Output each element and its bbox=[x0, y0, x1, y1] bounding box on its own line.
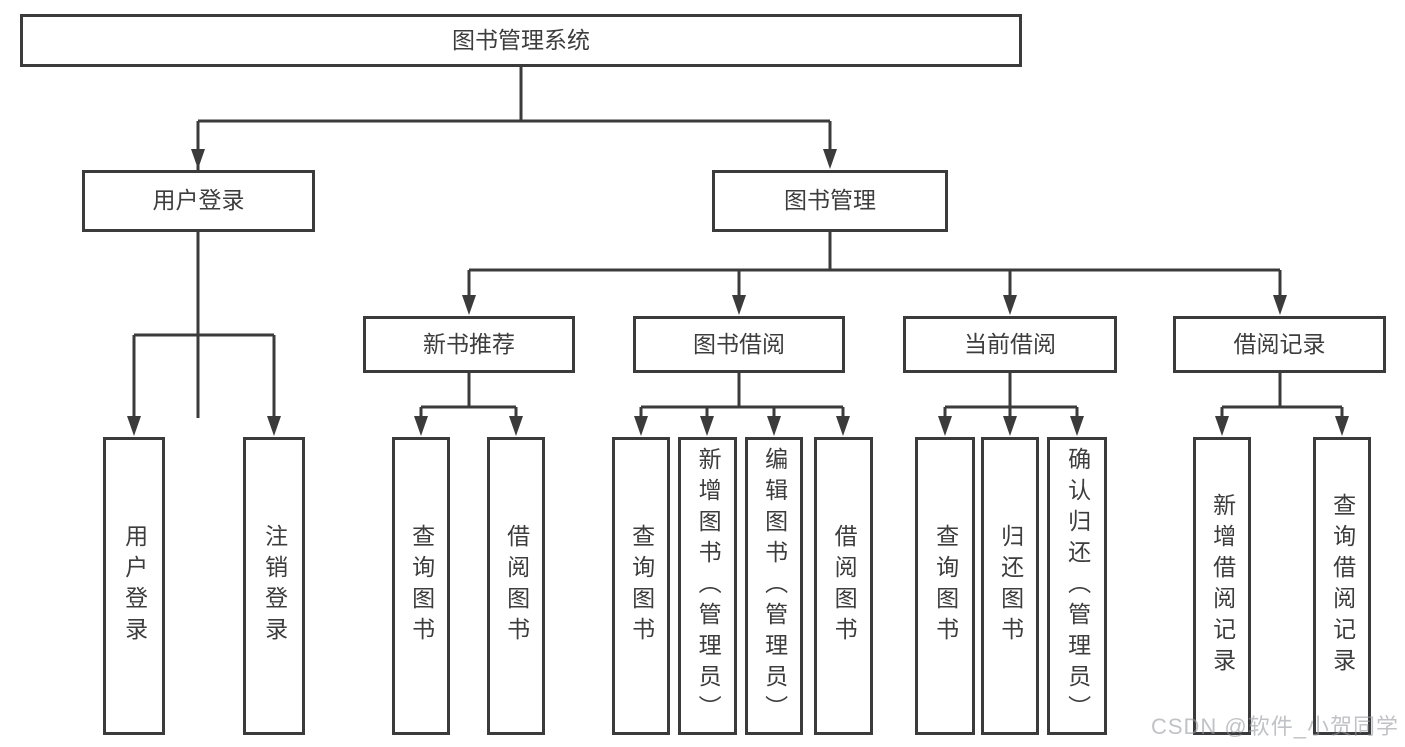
node-label: 查询图书 bbox=[628, 524, 655, 648]
node-leaf-edit-book-admin: 编辑图书（管理员） bbox=[745, 437, 803, 735]
node-leaf-confirm-return-admin: 确认归还（管理员） bbox=[1047, 437, 1107, 735]
node-label: 借阅记录 bbox=[1233, 330, 1326, 357]
node-library-management-system: 图书管理系统 bbox=[20, 14, 1022, 67]
node-leaf-logout: 注销登录 bbox=[243, 437, 305, 735]
node-leaf-borrow-books-2: 借阅图书 bbox=[814, 437, 873, 735]
node-new-book-recommend: 新书推荐 bbox=[363, 316, 575, 373]
node-label: 借阅图书 bbox=[503, 524, 530, 648]
node-label: 新书推荐 bbox=[423, 330, 515, 357]
node-leaf-query-books-1: 查询图书 bbox=[392, 437, 450, 735]
node-label: 新增借阅记录 bbox=[1209, 493, 1236, 679]
node-leaf-add-borrow-record: 新增借阅记录 bbox=[1193, 437, 1251, 735]
node-label: 新增图书（管理员） bbox=[695, 446, 722, 726]
node-label: 注销登录 bbox=[261, 524, 288, 648]
node-user-login-branch: 用户登录 bbox=[82, 170, 315, 232]
node-leaf-return-book: 归还图书 bbox=[981, 437, 1039, 735]
node-borrowing-records: 借阅记录 bbox=[1173, 316, 1386, 373]
node-leaf-borrow-books-1: 借阅图书 bbox=[487, 437, 545, 735]
node-current-borrowing: 当前借阅 bbox=[903, 316, 1117, 373]
node-label: 用户登录 bbox=[121, 524, 148, 648]
node-label: 查询图书 bbox=[932, 524, 959, 648]
node-label: 归还图书 bbox=[997, 524, 1024, 648]
node-label: 查询图书 bbox=[408, 524, 435, 648]
node-book-management: 图书管理 bbox=[712, 170, 948, 232]
node-leaf-add-book-admin: 新增图书（管理员） bbox=[678, 437, 737, 735]
node-leaf-user-login: 用户登录 bbox=[103, 437, 165, 735]
node-label: 借阅图书 bbox=[831, 524, 858, 648]
node-leaf-query-books-2: 查询图书 bbox=[612, 437, 670, 735]
node-label: 图书管理系统 bbox=[452, 26, 590, 53]
node-label: 确认归还（管理员） bbox=[1064, 446, 1091, 726]
node-label: 查询借阅记录 bbox=[1329, 493, 1356, 679]
node-label: 编辑图书（管理员） bbox=[761, 446, 788, 726]
node-label: 当前借阅 bbox=[964, 330, 1056, 357]
node-label: 图书管理 bbox=[784, 187, 876, 214]
node-leaf-query-borrow-record: 查询借阅记录 bbox=[1313, 437, 1371, 735]
node-leaf-query-books-3: 查询图书 bbox=[915, 437, 975, 735]
node-label: 用户登录 bbox=[152, 187, 245, 214]
node-label: 图书借阅 bbox=[693, 330, 785, 357]
node-book-borrowing: 图书借阅 bbox=[633, 316, 845, 373]
